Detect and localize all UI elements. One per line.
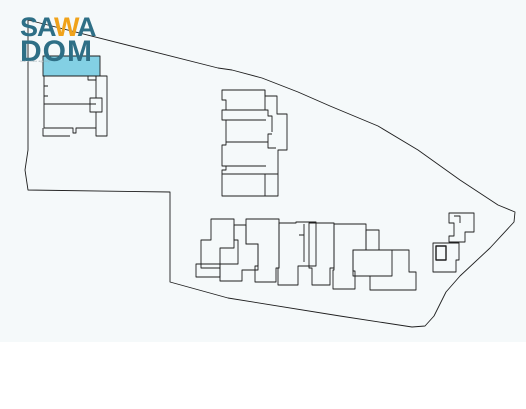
bottom-unit-f[interactable] [332, 223, 367, 290]
right-unit-bottom[interactable] [432, 242, 460, 273]
bottom-unit-a[interactable] [200, 218, 239, 269]
block-bottom-row [195, 218, 417, 291]
logo-wordmark-top: SAWA [20, 12, 97, 42]
site-plan-map: SAWA DOM real estate agency [20, 12, 516, 328]
empty-footer-area [0, 342, 526, 409]
logo-letter: W [54, 12, 78, 42]
bottom-unit-h-inner [370, 250, 393, 277]
logo-tagline: real estate agency [20, 59, 50, 63]
top-left-block-partitions [44, 76, 103, 128]
logo-letter: A [77, 12, 96, 42]
logo-letter: D [20, 35, 43, 68]
logo-letter: S [20, 12, 38, 42]
bottom-unit-d-inner [299, 224, 305, 262]
site-plan-svg [24, 19, 516, 328]
block-top-left [42, 55, 108, 137]
bottom-unit-e[interactable] [308, 222, 335, 286]
logo-letter: A [37, 12, 55, 42]
bottom-unit-a-extension[interactable] [195, 263, 221, 278]
block-right [432, 212, 475, 273]
site-boundary [24, 19, 516, 328]
right-unit-bottom-inner [435, 245, 447, 261]
logo-wordmark-bottom: DOM [20, 37, 93, 67]
bottom-unit-c[interactable] [245, 218, 280, 283]
top-left-block-outline[interactable] [43, 75, 108, 137]
logo-letter: O [42, 35, 68, 68]
top-left-block-step [42, 128, 70, 137]
bottom-unit-g[interactable] [365, 229, 380, 251]
right-unit-top-inner [454, 215, 461, 223]
logo-letter: M [67, 35, 94, 68]
bottom-unit-d[interactable] [277, 221, 317, 286]
right-unit-top[interactable] [448, 212, 475, 243]
block-central [221, 89, 288, 197]
bottom-unit-h[interactable] [352, 249, 417, 291]
central-block-outline[interactable] [221, 89, 288, 197]
central-block-partitions [222, 90, 278, 196]
bottom-unit-b[interactable] [219, 224, 259, 282]
sawadom-logo: SAWA DOM real estate agency [20, 12, 120, 68]
